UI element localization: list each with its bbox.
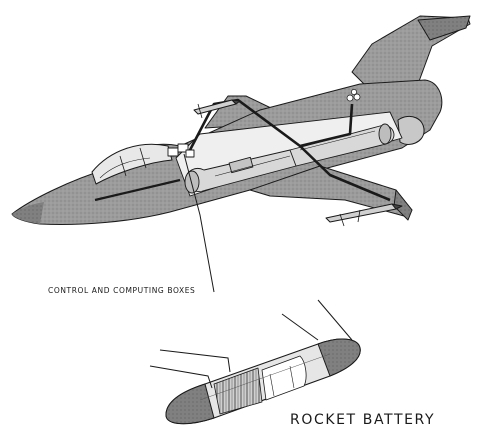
nose-shade: [12, 202, 44, 224]
exhaust-nozzle: [397, 116, 425, 145]
fuselage-stripe: [94, 178, 181, 202]
aircraft: [11, 15, 471, 227]
tailplane: [417, 15, 471, 41]
control-cable-wing: [299, 145, 391, 202]
pod-nose-cone: [317, 338, 361, 377]
tail-ports: [346, 89, 361, 102]
rocket-battery-leaders: [149, 299, 353, 389]
wingtip-missile: [325, 203, 403, 227]
rocket-battery-label: ROCKET BATTERY: [290, 412, 436, 428]
wing-leading-edge: [393, 189, 413, 221]
pod-tail-cone: [165, 383, 215, 425]
control-boxes-label: CONTROL AND COMPUTING BOXES: [48, 286, 196, 295]
control-cable-tail: [188, 98, 354, 151]
control-boxes-leader: [183, 153, 215, 293]
rocket-tubes: [213, 367, 263, 415]
control-computing-boxes: [167, 143, 195, 158]
rocket-battery-pod: [165, 338, 361, 425]
upper-missile: [193, 99, 241, 119]
